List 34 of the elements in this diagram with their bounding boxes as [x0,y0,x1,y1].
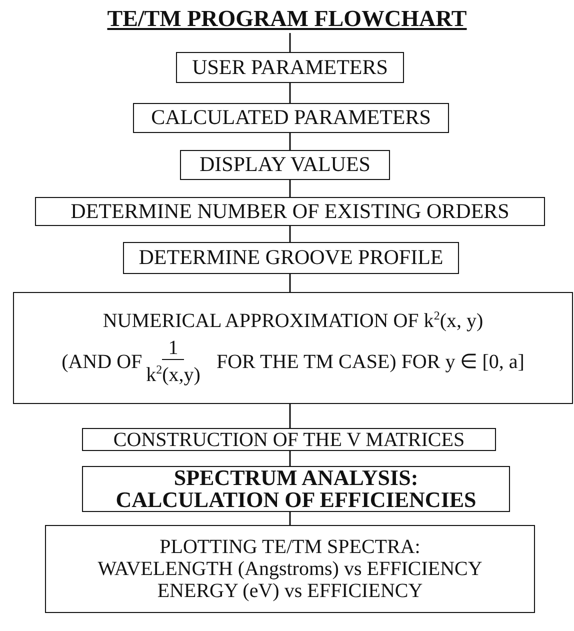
fraction-numerator: 1 [162,338,184,360]
box-text: ENERGY (eV) vs EFFICIENCY [157,580,423,602]
connector-line [289,226,291,242]
box-text: DETERMINE GROOVE PROFILE [138,246,444,270]
connector-line [289,274,291,292]
process-box [35,197,545,226]
box-text: SPECTRUM ANALYSIS: CALCULATION OF EFFICIENCIES [114,467,478,511]
process-box [82,466,510,512]
connector-line [289,83,291,103]
connector-line [289,451,291,466]
process-box [176,52,404,83]
flowchart-title: TE/TM PROGRAM FLOWCHART [107,6,467,31]
box-text: USER PARAMETERS [192,56,388,80]
connector-line [289,133,291,150]
fraction-denominator: k$^{2}$(x,y) [146,365,200,386]
box-text: WAVELENGTH (Angstroms) vs EFFICIENCY [98,558,482,580]
box-text: CALCULATED PARAMETERS [151,106,431,130]
connector-line [289,512,291,525]
process-box [13,292,573,404]
process-box [45,525,535,613]
process-box [180,150,390,180]
box-text: CONSTRUCTION OF THE V MATRICES [113,428,465,450]
connector-line [289,180,291,197]
connector-line [289,33,291,52]
process-box [123,242,459,274]
connector-line [289,404,291,428]
box-text: PLOTTING TE/TM SPECTRA: [160,536,420,558]
box-text: NUMERICAL APPROXIMATION OF k$^{2}$(x, y) [102,310,484,332]
process-box [82,428,496,451]
box-text: FOR THE TM CASE) FOR y ∈ [0, a] [216,351,524,373]
box-text: (AND OF [62,351,142,373]
box-text: DISPLAY VALUES [200,153,370,177]
box-text: DETERMINE NUMBER OF EXISTING ORDERS [70,200,510,224]
process-box [133,103,449,133]
